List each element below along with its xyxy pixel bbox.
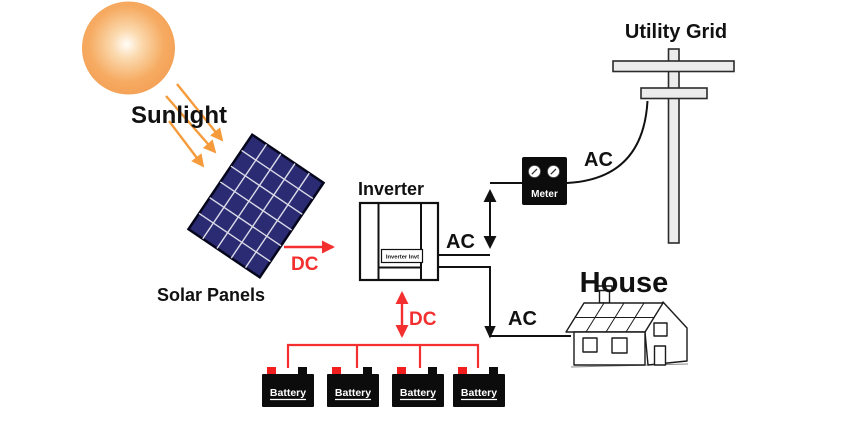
inverter-box: Inverter Invt xyxy=(358,201,440,282)
battery-label: Battery xyxy=(400,387,436,399)
meter-label: Meter xyxy=(531,189,558,200)
battery-bank: Battery Battery Battery Battery xyxy=(262,367,505,407)
inverter-label: Inverter xyxy=(358,179,424,199)
sun-ray-arrow xyxy=(176,83,224,142)
sun-ray-arrow xyxy=(165,95,217,154)
sun-ray-arrows xyxy=(165,83,224,168)
ac-label-inverter: AC xyxy=(446,231,475,253)
ac-label-grid: AC xyxy=(584,149,613,171)
battery: Battery xyxy=(327,367,379,407)
house-label: House xyxy=(580,267,669,299)
solar-panel-icon xyxy=(186,132,326,280)
ac-wiring xyxy=(438,100,649,337)
battery: Battery xyxy=(262,367,314,407)
battery-label: Battery xyxy=(270,387,306,399)
utility-pole-icon xyxy=(612,48,735,244)
utility-grid-label: Utility Grid xyxy=(625,21,727,43)
dc-label-battery: DC xyxy=(409,309,437,330)
house-icon xyxy=(565,285,689,368)
dc-label-panel: DC xyxy=(291,254,319,275)
sun-ray-arrow xyxy=(168,120,205,168)
sunlight-label: Sunlight xyxy=(131,102,227,129)
arrowhead-to-house xyxy=(484,326,496,339)
battery-bus-wire xyxy=(286,343,480,368)
sun-icon xyxy=(82,1,175,95)
meter-box: Meter xyxy=(522,157,567,205)
battery: Battery xyxy=(392,367,444,407)
wire-inverter-to-house xyxy=(438,266,571,337)
battery: Battery xyxy=(453,367,505,407)
battery-label: Battery xyxy=(335,387,371,399)
ac-label-house: AC xyxy=(508,308,537,330)
inverter-unit-label: Inverter Invt xyxy=(386,255,419,261)
solar-panels-label: Solar Panels xyxy=(157,285,265,305)
wire-meter-to-grid xyxy=(566,100,649,184)
battery-label: Battery xyxy=(461,387,497,399)
